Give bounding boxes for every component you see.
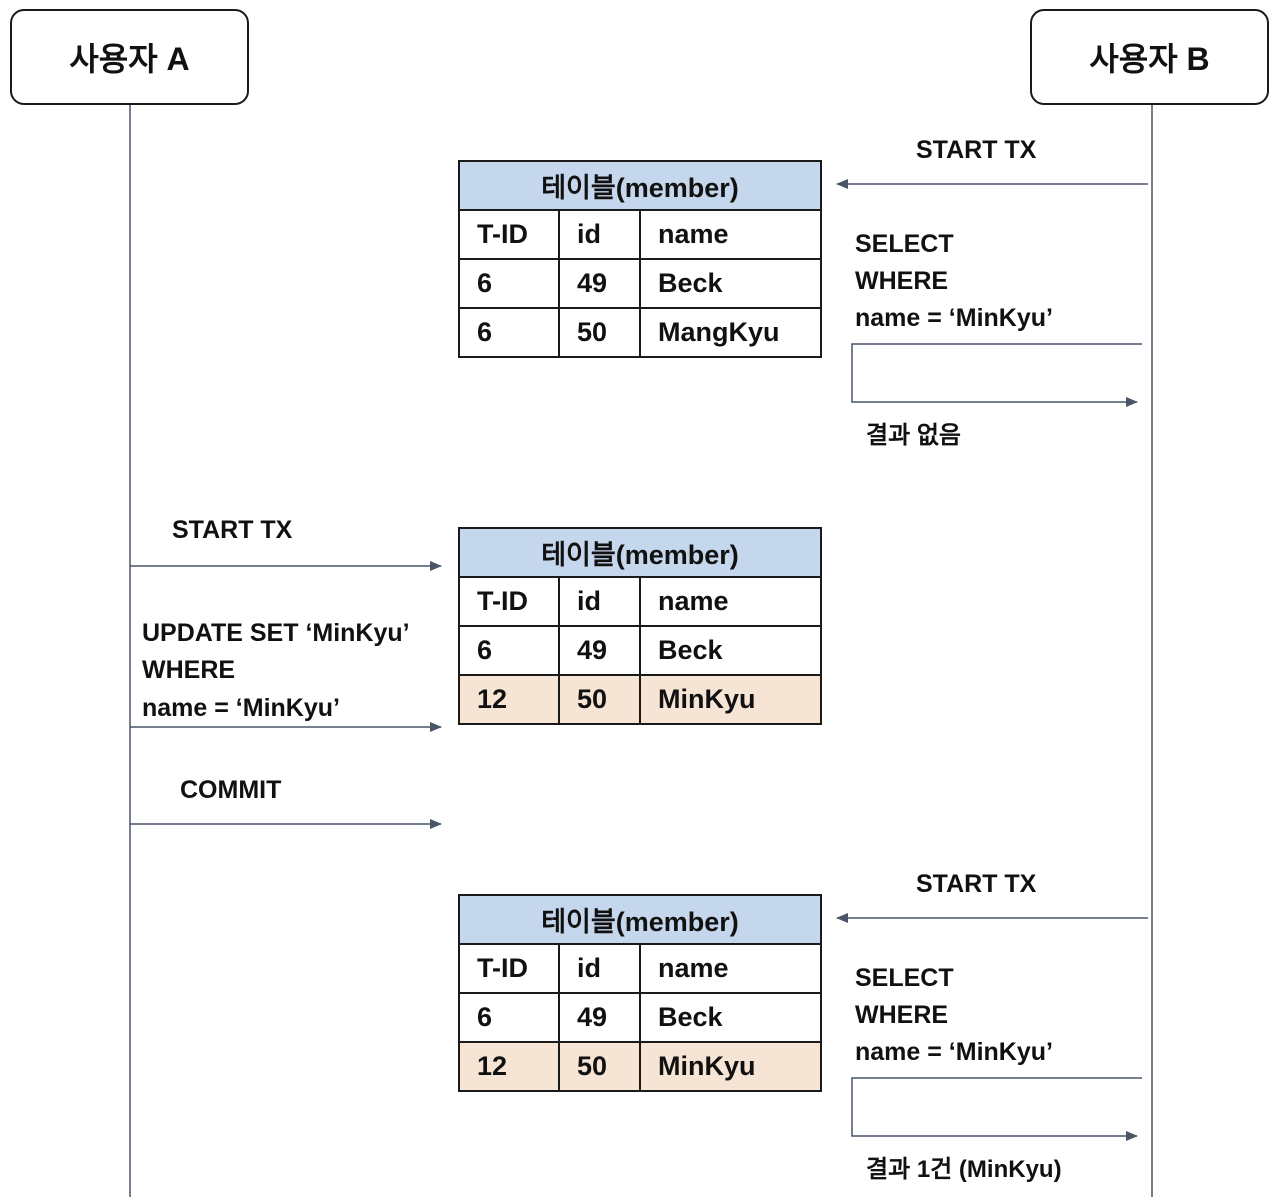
column-header-name: name [638,943,823,994]
table-row-updated: 12 50 MinKyu [458,674,823,725]
member-table-1: 테이블(member) T-ID id name 6 49 Beck 6 50 … [457,160,823,358]
cell-id: 49 [558,625,641,676]
column-header-name: name [638,576,823,627]
cell-tid: 6 [458,258,560,309]
label-a-start-tx: START TX [172,516,293,544]
column-header-id: id [558,576,641,627]
cell-name: Beck [638,992,823,1043]
label-b-start-tx-2: START TX [916,870,1037,898]
table-title: 테이블(member) [457,160,823,211]
arrow-b-select-2 [851,1077,1142,1141]
label-b-select-1-line-1: SELECT [855,230,954,258]
cell-id: 49 [558,992,641,1043]
actor-user-a: 사용자 A [10,9,249,105]
actor-user-b: 사용자 B [1030,9,1269,105]
arrow-b-select-1 [851,343,1142,407]
cell-tid: 6 [458,307,560,358]
label-a-update-line-1: UPDATE SET ‘MinKyu’ [142,619,410,647]
label-a-update-line-2: WHERE [142,656,236,684]
label-a-commit: COMMIT [180,776,282,804]
column-header-tid: T-ID [458,209,560,260]
table-row: 6 50 MangKyu [458,307,823,358]
table-title: 테이블(member) [457,527,823,578]
label-b-select-2-line-1: SELECT [855,964,954,992]
cell-tid: 12 [458,1041,560,1092]
label-b-result-2: 결과 1건 (MinKyu) [866,1156,1062,1183]
cell-tid: 6 [458,992,560,1043]
table-row: 6 49 Beck [458,258,823,309]
member-table-2: 테이블(member) T-ID id name 6 49 Beck 12 50… [457,527,823,725]
cell-name: Beck [638,625,823,676]
table-title: 테이블(member) [457,894,823,945]
cell-id: 50 [558,1041,641,1092]
cell-tid: 12 [458,674,560,725]
member-table-3: 테이블(member) T-ID id name 6 49 Beck 12 50… [457,894,823,1092]
cell-id: 50 [558,674,641,725]
label-b-result-1: 결과 없음 [866,422,961,449]
cell-name: Beck [638,258,823,309]
cell-tid: 6 [458,625,560,676]
label-b-start-tx-1: START TX [916,136,1037,164]
cell-name: MinKyu [638,1041,823,1092]
label-b-select-2-line-3: name = ‘MinKyu’ [855,1038,1053,1066]
column-header-name: name [638,209,823,260]
label-b-select-1-line-2: WHERE [855,267,949,295]
cell-name: MinKyu [638,674,823,725]
table-row: 6 49 Beck [458,625,823,676]
column-header-id: id [558,209,641,260]
cell-id: 49 [558,258,641,309]
label-a-update-line-3: name = ‘MinKyu’ [142,694,340,722]
table-row: 6 49 Beck [458,992,823,1043]
column-header-tid: T-ID [458,576,560,627]
label-b-select-1-line-3: name = ‘MinKyu’ [855,304,1053,332]
label-b-select-2-line-2: WHERE [855,1001,949,1029]
column-header-id: id [558,943,641,994]
column-header-tid: T-ID [458,943,560,994]
table-row-updated: 12 50 MinKyu [458,1041,823,1092]
cell-name: MangKyu [638,307,823,358]
cell-id: 50 [558,307,641,358]
